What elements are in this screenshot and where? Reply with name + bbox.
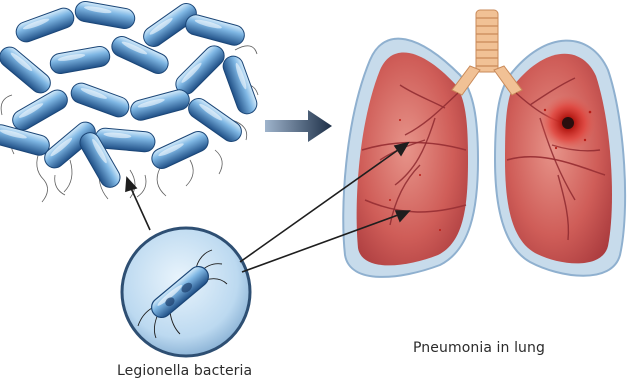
bacteria-caption: Legionella bacteria [117,363,252,379]
arrow-to-colony [130,186,150,230]
arrow-icon [265,110,332,142]
bacteria-colony-icon [0,0,260,202]
lungs-icon [343,10,625,277]
lung-caption: Pneumonia in lung [413,340,545,356]
magnified-bacterium-icon [122,228,250,356]
